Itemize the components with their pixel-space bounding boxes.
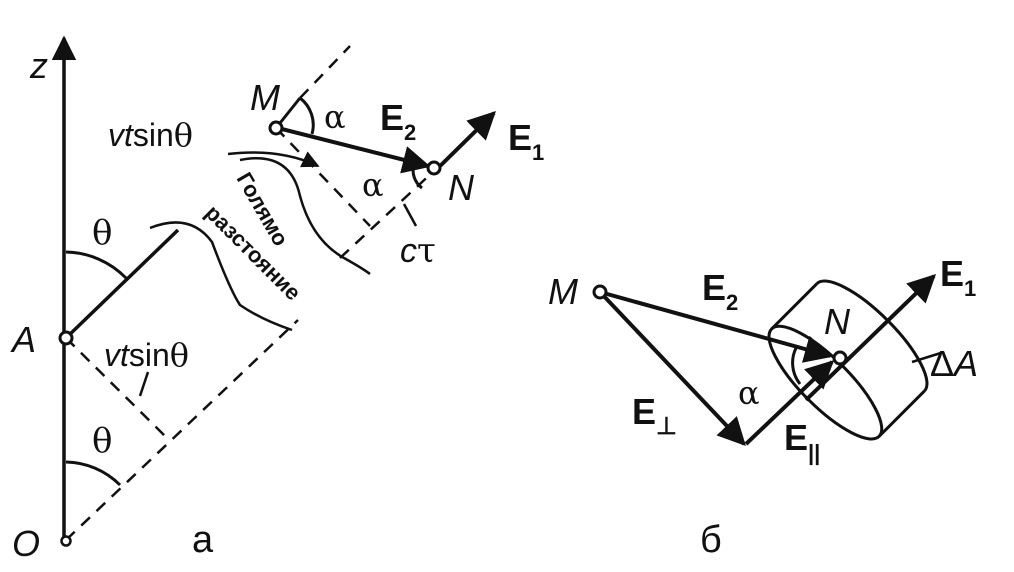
dashed-line-from-o <box>65 319 299 541</box>
alpha-b-label: α <box>738 374 760 412</box>
alpha-arc-b <box>791 347 802 385</box>
e-parallel-vector <box>744 360 835 446</box>
vt-sin-upper-pointer <box>227 151 320 168</box>
z-axis-label: z <box>29 45 48 86</box>
point-m-b <box>592 284 608 300</box>
delta-a-label: ΔA <box>930 343 978 384</box>
point-n-b-label: N <box>824 301 851 342</box>
alpha-n-label: α <box>362 166 384 204</box>
c-tau-label: cτ <box>400 231 436 271</box>
e1-vector-a <box>434 111 496 172</box>
point-o <box>60 535 72 547</box>
point-a <box>58 330 74 346</box>
e2-label-a: E2 <box>380 97 416 145</box>
perpendicular-dashed-a <box>65 337 166 437</box>
short-distance-bracket <box>239 156 371 276</box>
e1-label-a: E1 <box>508 117 544 165</box>
e-parallel-label: E|| <box>784 417 820 465</box>
point-m-b-label: M <box>548 271 578 312</box>
theta-upper-label: θ <box>92 213 112 253</box>
e-perp-vector <box>598 290 746 447</box>
origin-label: O <box>12 523 40 564</box>
point-n-label: N <box>448 167 475 208</box>
point-m-label: M <box>250 77 280 118</box>
figure-b: M N E2 E1 E⊥ E|| α ΔA б <box>548 253 978 561</box>
e2-vector-a <box>277 126 431 174</box>
solid-line-from-a <box>64 228 180 340</box>
alpha-m-label: α <box>324 98 346 136</box>
vt-sin-upper-label: vtsinθ <box>108 116 193 154</box>
caption-b: б <box>700 519 722 561</box>
delta-a-leader <box>911 350 945 364</box>
c-tau-leader <box>402 203 418 227</box>
theta-lower-label: θ <box>92 421 112 461</box>
e2-label-b: E2 <box>702 267 738 315</box>
point-n <box>426 160 442 176</box>
e2-vector-b <box>599 290 833 363</box>
large-distance-bracket <box>149 221 293 332</box>
e1-label-b: E1 <box>940 253 976 301</box>
point-m <box>268 120 284 136</box>
point-n-b <box>832 350 848 366</box>
vt-sin-lower-label: vtsinθ <box>104 336 189 374</box>
theta-arc-lower <box>65 460 122 487</box>
dashed-line-upper <box>299 45 351 99</box>
alpha-arc-m <box>299 96 315 135</box>
vt-sin-lower-leader <box>138 371 150 397</box>
point-a-label: A <box>10 319 36 360</box>
caption-a: а <box>192 519 214 561</box>
e-perp-label: E⊥ <box>632 391 677 440</box>
figure-a: z O A M N θ θ α α E2 E1 vtsinθ vtsinθ cτ… <box>10 35 544 564</box>
perpendicular-dashed-m <box>275 127 371 227</box>
theta-arc-upper <box>65 250 128 280</box>
